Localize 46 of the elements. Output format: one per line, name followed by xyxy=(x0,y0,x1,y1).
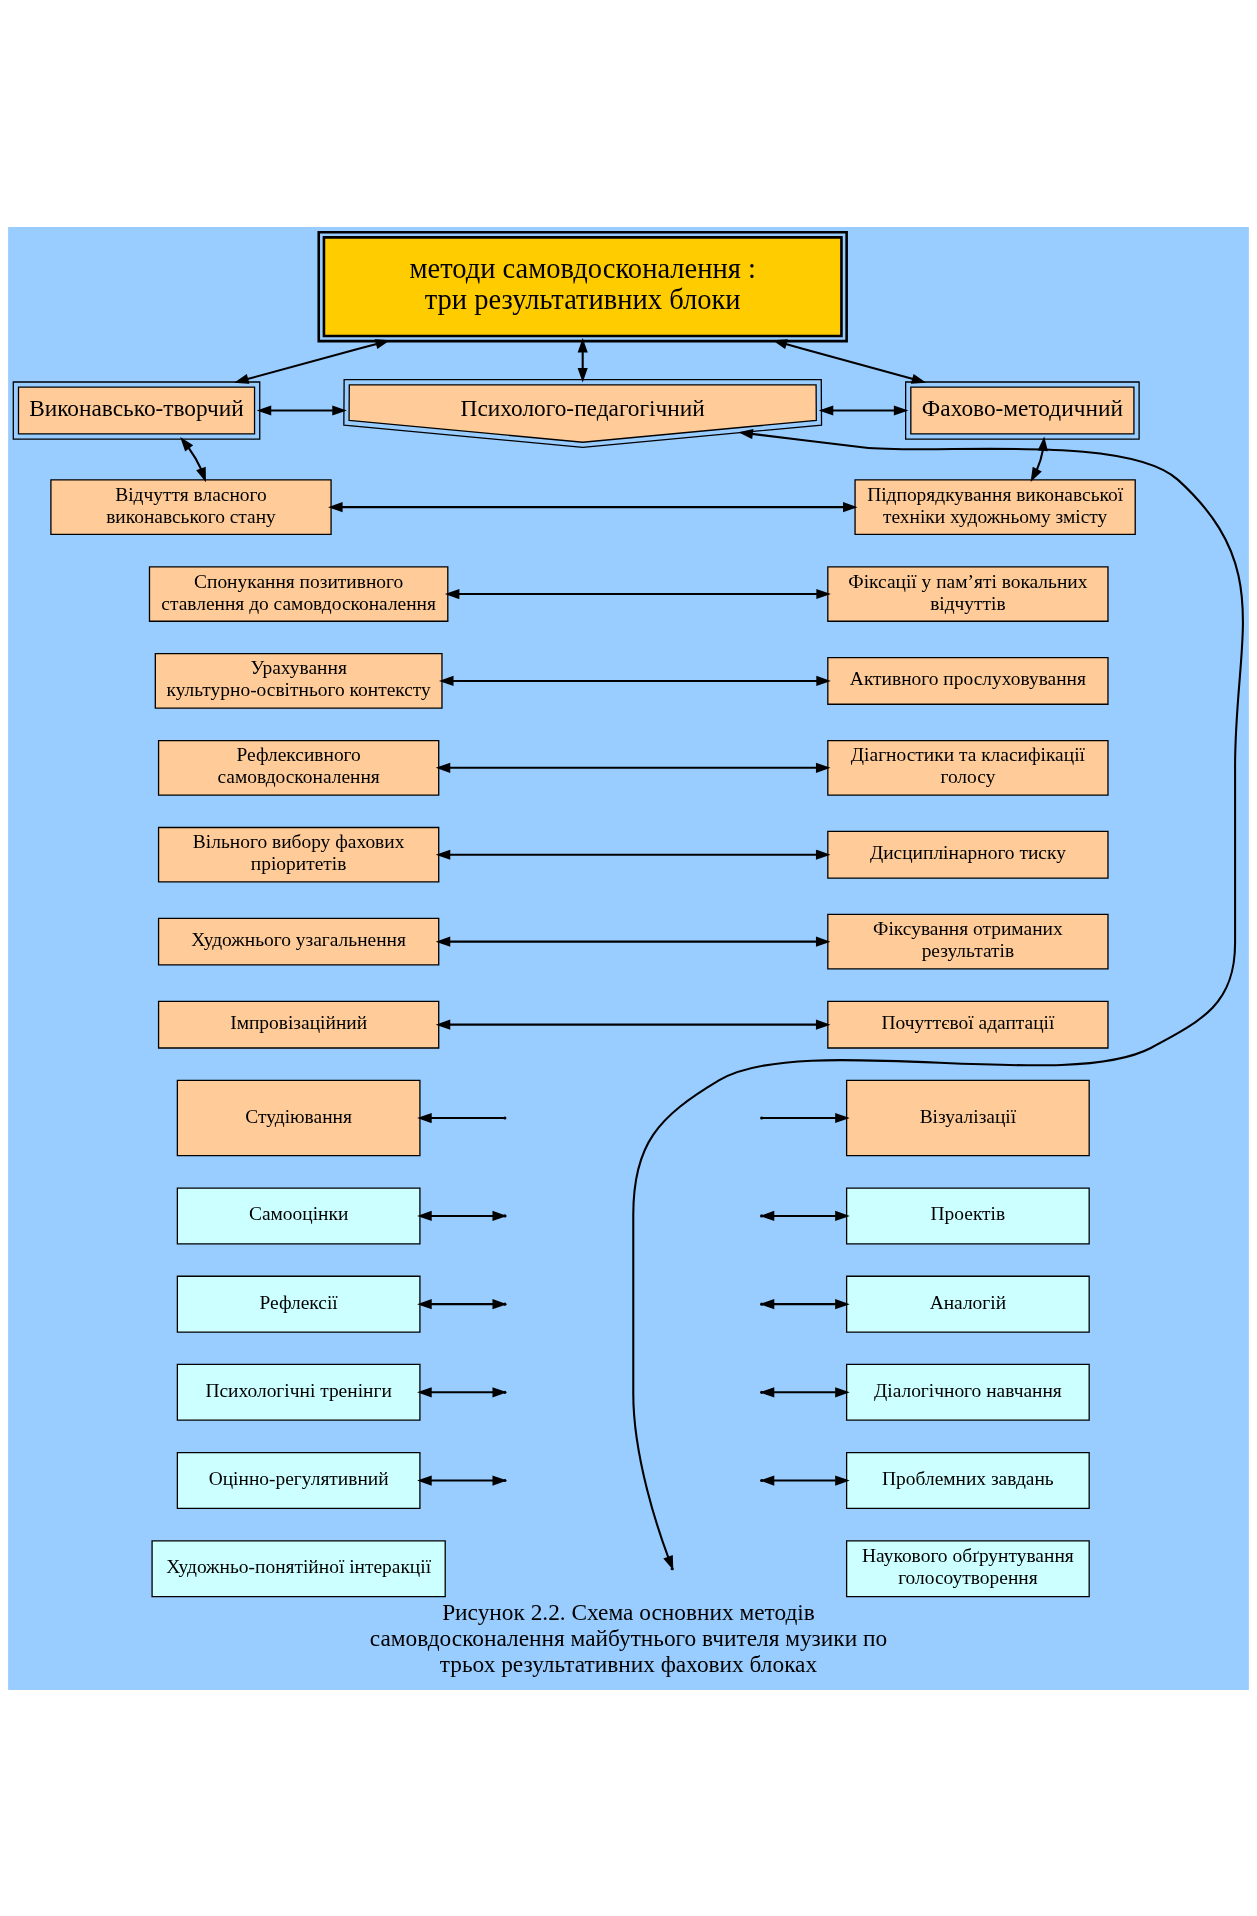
node-box: Проектів xyxy=(846,1186,1090,1244)
node-box: Імпровізаційний xyxy=(157,1000,440,1049)
arrow xyxy=(1030,435,1048,482)
arrow xyxy=(435,1019,831,1030)
node-box: Почуттєвої адаптації xyxy=(827,1000,1109,1049)
node-box: Діалогічного навчання xyxy=(846,1363,1090,1421)
arrow xyxy=(234,338,391,384)
node-box: Психологічні тренінги xyxy=(176,1363,421,1421)
node-box: Проблемних завдань xyxy=(846,1451,1090,1509)
node-box: Фіксування отриманих результатів xyxy=(827,913,1109,969)
arrow xyxy=(435,762,831,773)
arrow xyxy=(772,338,927,384)
caption: Рисунок 2.2. Схема основних методів самовдосконалення майбутнього вчителя музики по трьох результативних фахових блоках xyxy=(369,1598,888,1677)
arrow xyxy=(435,936,831,947)
arrow xyxy=(417,1112,504,1123)
arrow xyxy=(180,436,206,482)
node-box: Фахово-методичний xyxy=(905,380,1140,440)
node-box: Спонукання позитивного ставлення до самовдосконалення xyxy=(148,565,449,622)
node-box: методи самовдосконалення : три результативних блоки xyxy=(317,230,848,342)
node-box: Відчуття власного виконавського стану xyxy=(50,478,332,535)
node-box: Активного прослуховування xyxy=(827,656,1109,705)
node-box: Вільного вибору фахових пріоритетів xyxy=(157,826,440,883)
arrow xyxy=(328,501,858,512)
node-box: Аналогій xyxy=(846,1275,1090,1333)
arrow xyxy=(444,588,831,599)
node-box: Фіксації у пам’яті вокальних відчуттів xyxy=(827,565,1109,622)
arrow xyxy=(818,404,909,416)
node-box: Оцінно-регулятивний xyxy=(176,1451,421,1509)
node-box: Наукового обґрунтування голосоутворення xyxy=(846,1539,1090,1597)
arrow xyxy=(438,675,831,686)
node-box: Діагностики та класифікації голосу xyxy=(827,739,1109,796)
node-box: Рефлексії xyxy=(176,1275,421,1333)
arrow xyxy=(435,849,831,860)
node-box: Дисциплінарного тиску xyxy=(827,830,1109,879)
node-box: Студіювання xyxy=(176,1079,421,1156)
node-box: Художньо-понятійної інтеракції xyxy=(151,1539,446,1597)
arrow xyxy=(762,1112,850,1123)
node-box: Художнього узагальнення xyxy=(157,917,440,966)
arrow xyxy=(256,404,347,416)
node-box: Виконавсько-творчий xyxy=(12,380,261,440)
node-box: Рефлексивного самовдосконалення xyxy=(157,739,440,796)
node-box: Самооцінки xyxy=(176,1186,421,1244)
node-box: Урахування культурно-освітнього контексту xyxy=(154,652,443,709)
arrow xyxy=(577,337,588,383)
node-box: Підпорядкування виконавської техніки художньому змісту xyxy=(854,478,1136,535)
node-box: Візуалізації xyxy=(846,1079,1090,1156)
